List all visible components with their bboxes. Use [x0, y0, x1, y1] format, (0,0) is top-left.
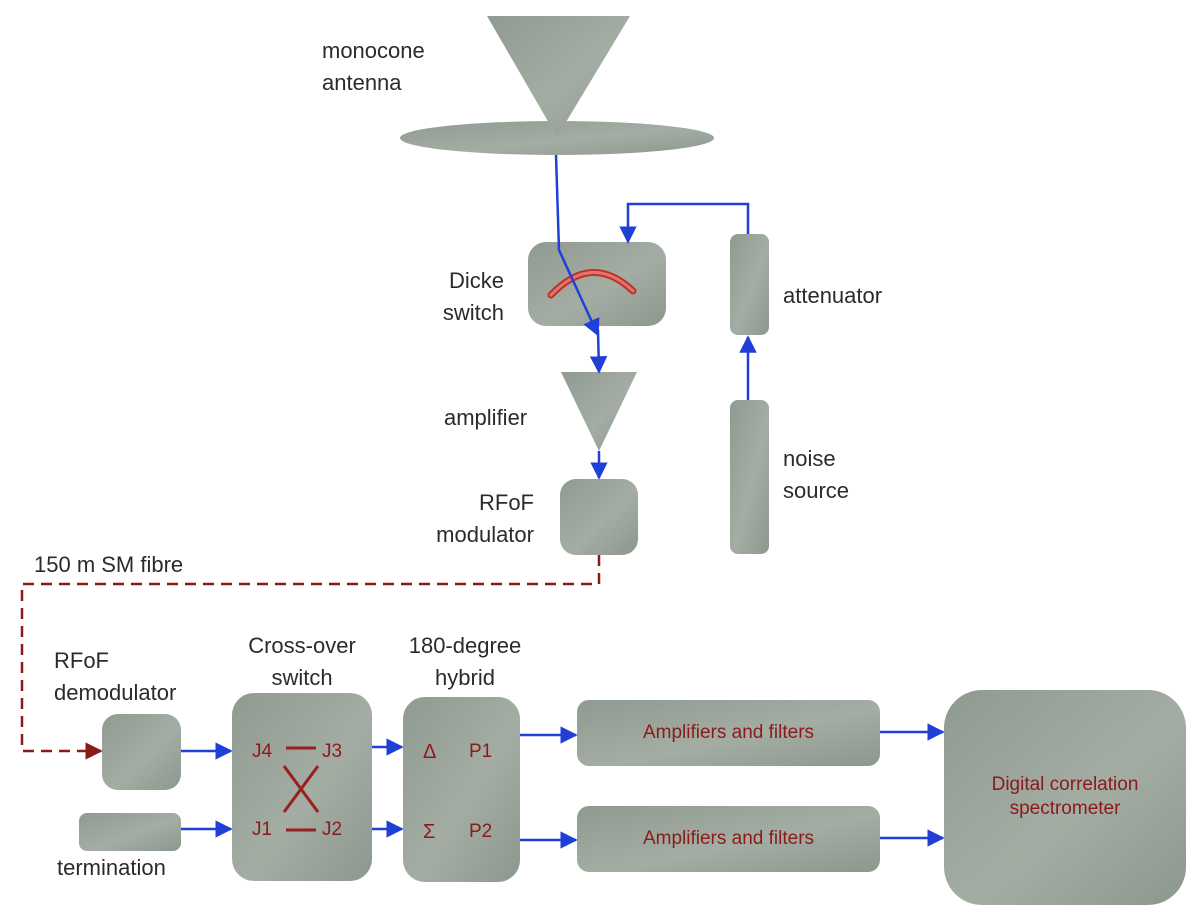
rfof-demodulator-block	[102, 714, 181, 790]
antenna-ground-plane	[400, 121, 714, 155]
amplifiers-filters-label-1: Amplifiers and filters	[642, 722, 815, 743]
port-j4: J4	[252, 741, 273, 762]
port-j1: J1	[252, 819, 273, 840]
termination-block	[79, 813, 181, 851]
port-delta: Δ	[423, 741, 437, 763]
dicke-switch-arc-highlight	[549, 270, 635, 297]
switch-cross-b	[282, 765, 320, 813]
antenna-cone	[487, 16, 630, 137]
noise-source-block	[730, 400, 769, 554]
amplifier-triangle	[561, 372, 637, 451]
hybrid-block	[403, 697, 520, 882]
port-j2: J2	[322, 819, 343, 840]
amplifiers-filters-block-1	[577, 700, 880, 766]
port-p1: P1	[469, 741, 493, 762]
amplifier-label: amplifier	[444, 405, 528, 430]
termination-label: termination	[57, 855, 166, 880]
port-j3: J3	[322, 741, 343, 762]
spectrometer-block	[944, 690, 1186, 905]
amplifiers-filters-label-2: Amplifiers and filters	[642, 828, 815, 849]
arrow-switch-to-amplifier	[589, 329, 608, 374]
rfof-modulator-block	[560, 479, 638, 555]
port-p2: P2	[469, 821, 493, 842]
arrow-attenuator-to-switch	[619, 202, 750, 244]
attenuator-block	[730, 234, 769, 335]
attenuator-label: attenuator	[783, 283, 883, 308]
fibre-label: 150 m SM fibre	[34, 552, 184, 577]
amplifiers-filters-block-2	[577, 806, 880, 872]
arrow-antenna-to-switch	[554, 154, 600, 337]
fibre-link-dashed	[20, 555, 601, 760]
dicke-switch-block	[528, 242, 666, 326]
port-sigma: Σ	[423, 821, 436, 843]
